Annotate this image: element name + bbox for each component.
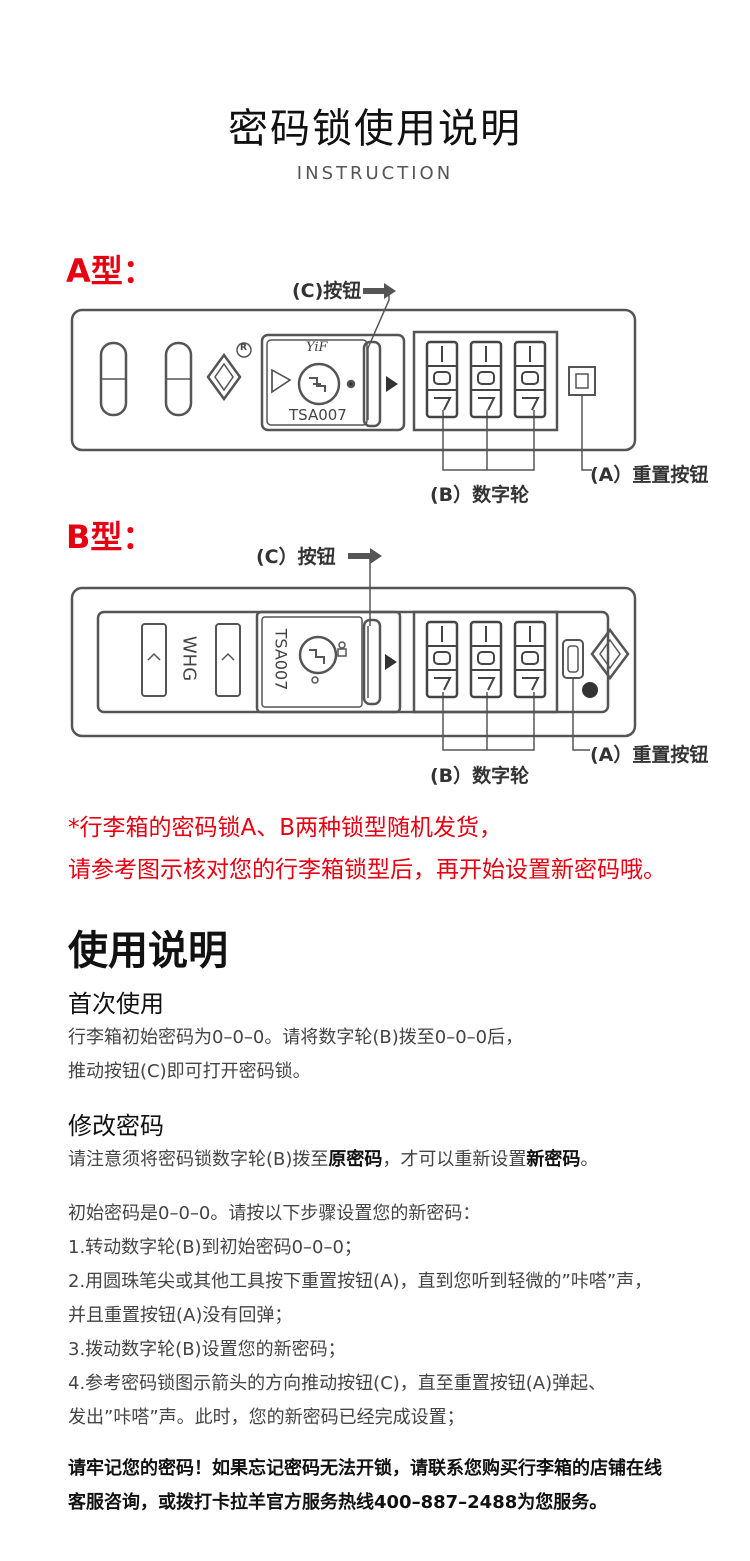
page-title: 密码锁使用说明	[228, 106, 522, 152]
step-2-line-2: 并且重置按钮(A)没有回弹；	[68, 1305, 293, 1326]
type-b-model-text: TSA007	[271, 628, 291, 691]
first-use-line-1: 行李箱初始密码为0–0–0。请将数字轮(B)拨至0–0–0后，	[68, 1027, 524, 1048]
change-code-intro: 初始密码是0–0–0。请按以下步骤设置您的新密码：	[68, 1203, 481, 1224]
type-a-wheels-b-label: (B）数字轮	[430, 484, 530, 506]
notice-line-2: 请参考图示核对您的行李箱锁型后，再开始设置新密码哦。	[68, 857, 666, 883]
lock-diagram-a	[70, 283, 637, 471]
step-4-line-1: 4.参考密码锁图示箭头的方向推动按钮(C)，直至重置按钮(A)弹起、	[68, 1373, 607, 1394]
step-4-line-2: 发出”咔嗒”声。此时，您的新密码已经完成设置；	[68, 1407, 465, 1428]
type-a-button-c-label: (C)按钮	[292, 280, 362, 302]
type-a-label: A型：	[66, 252, 155, 290]
step-2-line-1: 2.用圆珠笔尖或其他工具按下重置按钮(A)，直到您听到轻微的”咔嗒”声，	[68, 1271, 653, 1292]
first-use-heading: 首次使用	[68, 990, 164, 1018]
type-b-button-c-label: (C）按钮	[256, 546, 336, 568]
final-note-line-2: 客服咨询，或拨打卡拉羊官方服务热线400–887–2488为您服务。	[68, 1492, 608, 1513]
type-b-wheels-b-label: (B）数字轮	[430, 765, 530, 787]
lock-diagram-b	[70, 548, 637, 751]
step-3: 3.拨动数字轮(B)设置您的新密码；	[68, 1339, 346, 1360]
step-1: 1.转动数字轮(B)到初始密码0–0–0；	[68, 1237, 362, 1258]
change-code-note: 请注意须将密码锁数字轮(B)拨至原密码，才可以重新设置新密码。	[68, 1149, 599, 1170]
change-code-heading: 修改密码	[68, 1112, 164, 1140]
type-b-label: B型：	[66, 518, 155, 556]
first-use-line-2: 推动按钮(C)即可打开密码锁。	[68, 1061, 311, 1082]
usage-heading: 使用说明	[68, 928, 228, 974]
type-a-reset-a-label: (A）重置按钮	[590, 464, 709, 486]
type-b-brand-text: WHG	[178, 635, 200, 682]
type-a-model-text: TSA007	[289, 406, 347, 424]
final-note-line-1: 请牢记您的密码！如果忘记密码无法开锁，请联系您购买行李箱的店铺在线	[68, 1458, 662, 1479]
type-b-reset-a-label: (A）重置按钮	[590, 744, 709, 766]
type-a-brand-text: YiF	[306, 340, 328, 355]
registered-mark-icon: R	[240, 343, 247, 353]
page-subtitle: INSTRUCTION	[296, 163, 454, 184]
notice-line-1: *行李箱的密码锁A、B两种锁型随机发货，	[68, 815, 503, 841]
